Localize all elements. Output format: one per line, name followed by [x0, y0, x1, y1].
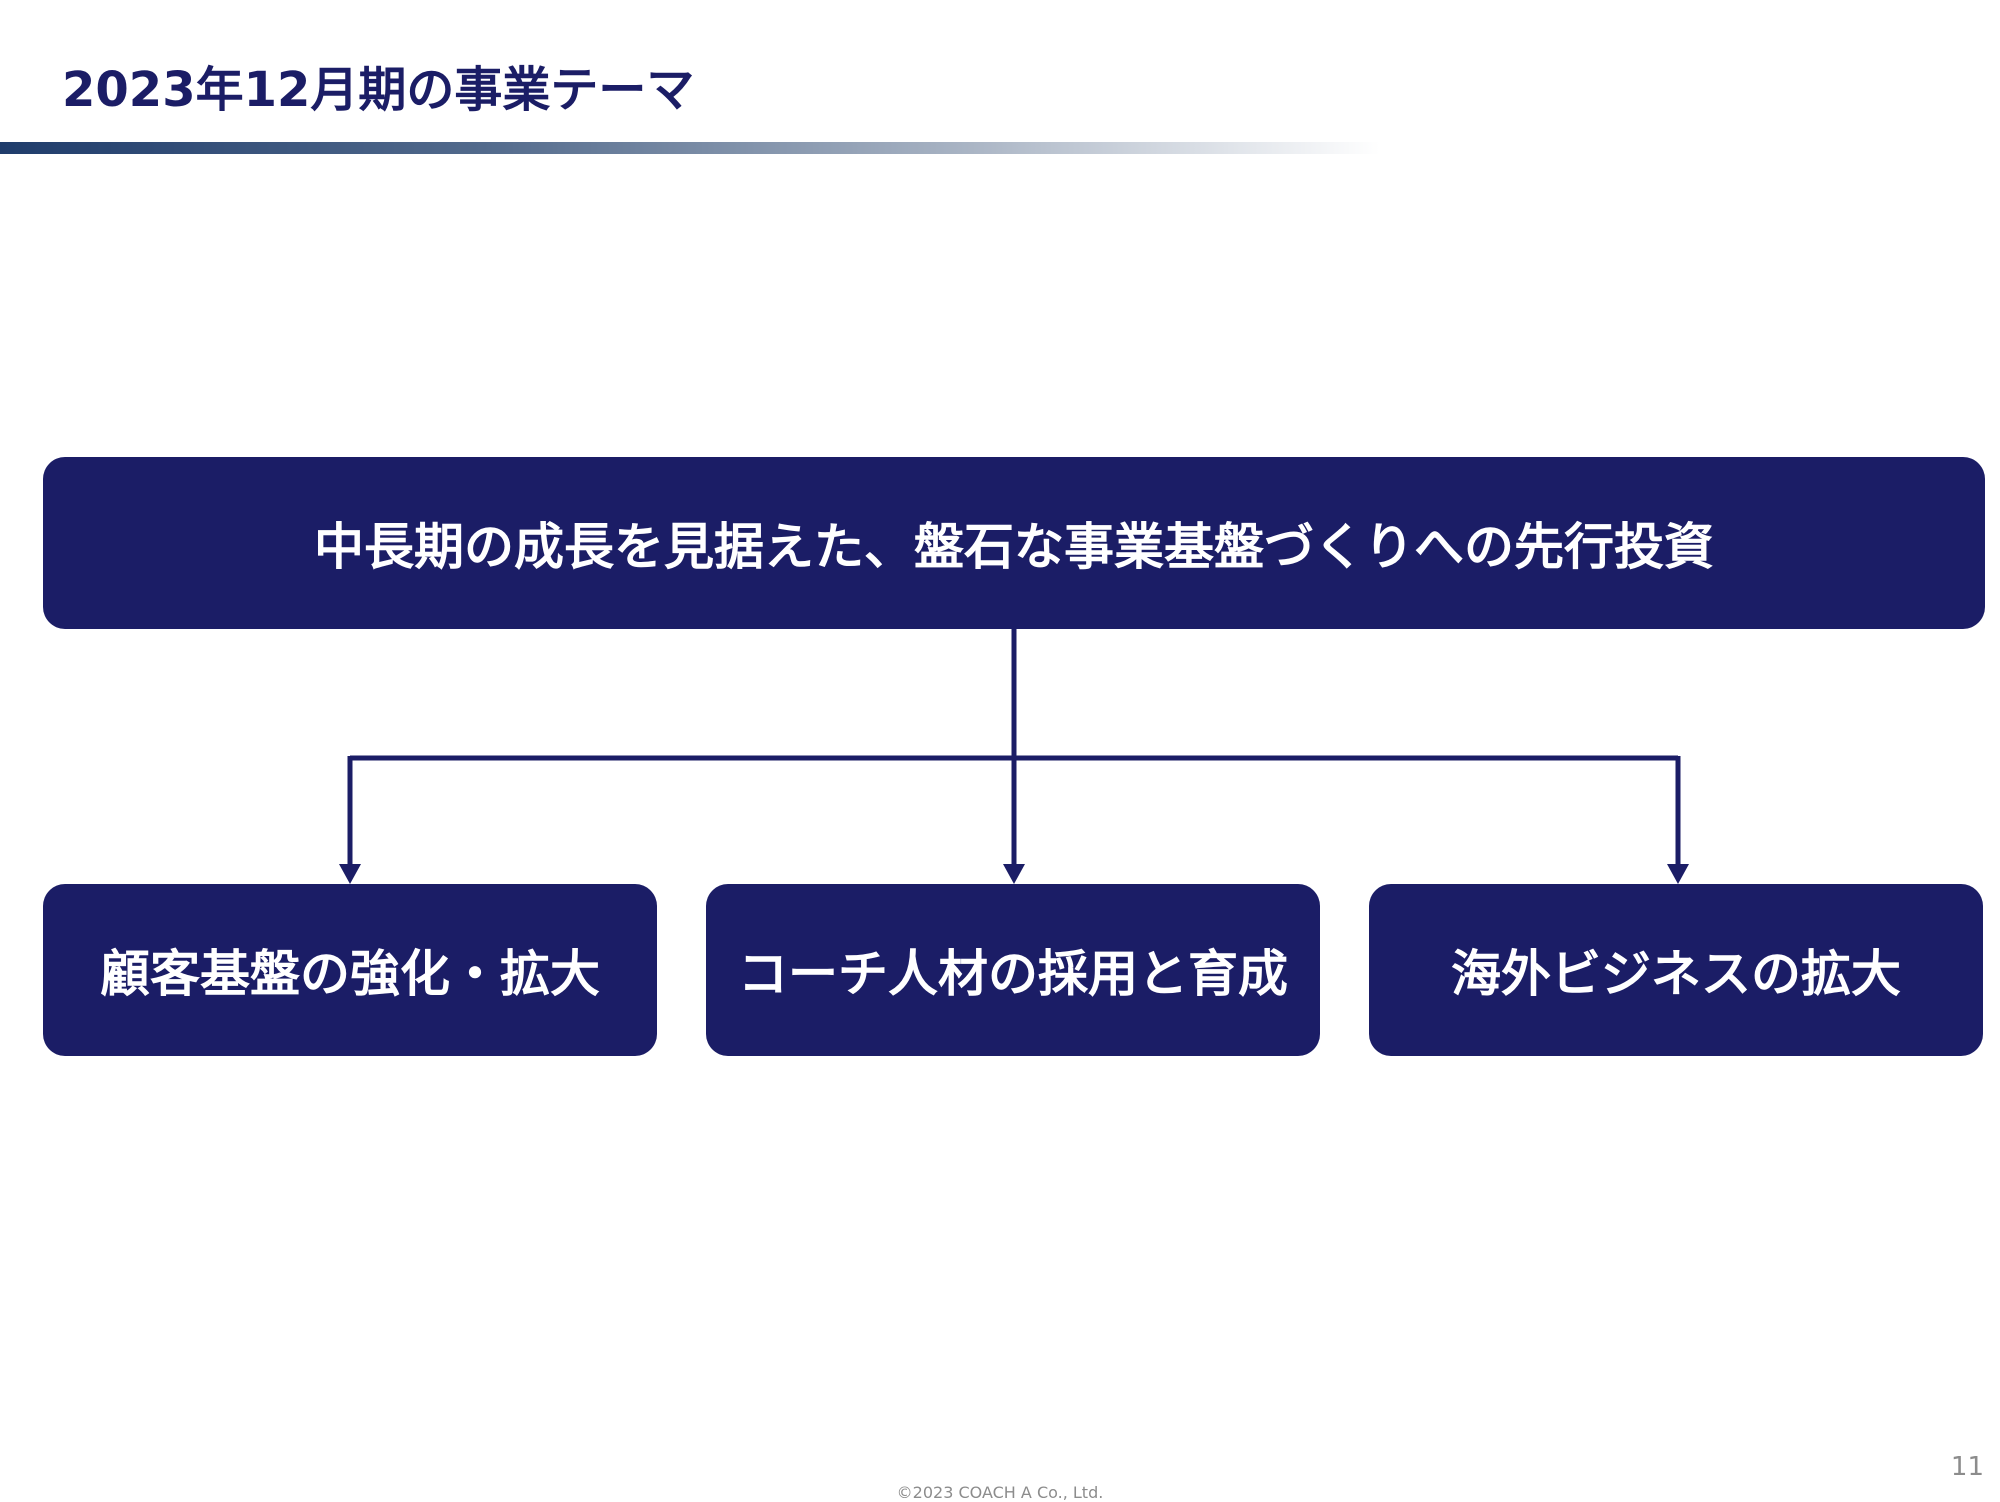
diagram-child-label-1: 顧客基盤の強化・拡大 — [100, 945, 600, 1003]
diagram-child-label-3: 海外ビジネスの拡大 — [1451, 945, 1901, 1003]
page-number: 11 — [1950, 1452, 1984, 1482]
diagram-root-box: 中長期の成長を見据えた、盤石な事業基盤づくりへの先行投資 — [43, 457, 1985, 629]
arrowhead-2 — [1003, 864, 1025, 884]
diagram-root-label: 中長期の成長を見据えた、盤石な事業基盤づくりへの先行投資 — [314, 518, 1714, 576]
slide-title: 2023年12月期の事業テーマ — [62, 62, 695, 118]
copyright-notice: ©2023 COACH A Co., Ltd. — [896, 1483, 1104, 1502]
diagram-child-box-3: 海外ビジネスの拡大 — [1369, 884, 1983, 1056]
diagram-child-label-2: コーチ人材の採用と育成 — [738, 945, 1288, 1003]
title-underline — [0, 142, 1380, 154]
diagram-child-box-1: 顧客基盤の強化・拡大 — [43, 884, 657, 1056]
diagram-child-box-2: コーチ人材の採用と育成 — [706, 884, 1320, 1056]
arrowhead-3 — [1667, 864, 1689, 884]
arrowhead-1 — [339, 864, 361, 884]
